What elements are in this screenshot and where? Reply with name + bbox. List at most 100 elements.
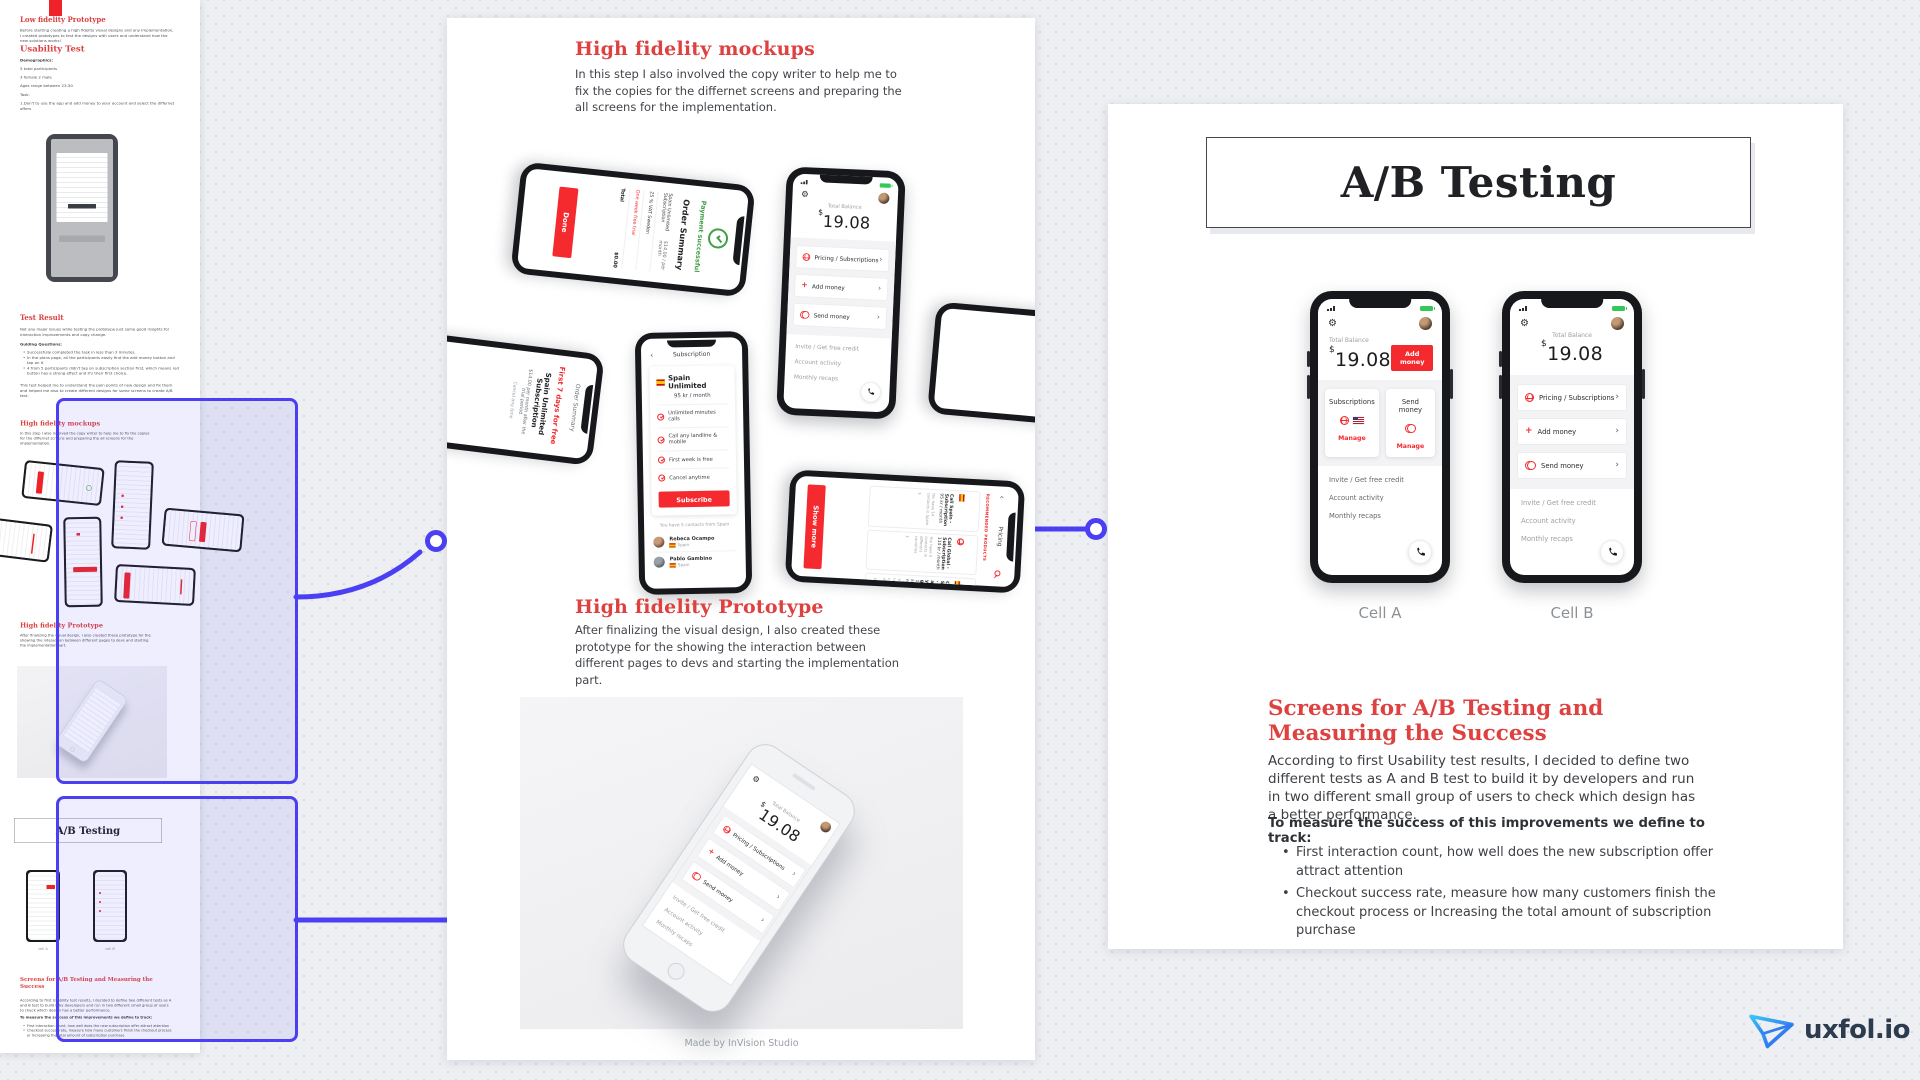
document-minimap[interactable]: Low fidelity Prototype Before starting c…	[0, 0, 245, 1053]
row-monthly-recaps: Monthly recaps	[793, 373, 839, 383]
chevron-right-icon	[902, 535, 912, 568]
coins-icon	[691, 871, 703, 882]
minimap-para-hifi-mockups: In this step I also involved the copy wr…	[20, 431, 150, 446]
spain-flag-icon	[669, 542, 676, 547]
uxfolio-logo[interactable]: uxfol.io	[1748, 1010, 1911, 1050]
back-icon	[650, 351, 653, 360]
track-line: To measure the success of this improveme…	[1268, 816, 1705, 846]
row-monthly-recaps: Monthly recaps	[1521, 535, 1573, 543]
usability-test-phone-image	[46, 134, 118, 282]
minimap-track-list: First interaction count, how well does t…	[23, 1024, 173, 1038]
minimap-heading-lowfi: Low fidelity Prototype	[20, 16, 106, 24]
show-more-button: Show more	[803, 484, 826, 570]
subscribe-button: Subscribe	[658, 490, 730, 508]
mockup-phone-order-summary: Order Summary First 7 days for free Spai…	[447, 325, 605, 467]
track-item: First interaction count, how well does t…	[1280, 844, 1718, 881]
contact-avatar	[653, 536, 665, 548]
avatar	[1419, 317, 1432, 330]
feature: First week is free	[668, 456, 713, 463]
phone-handset-icon	[1416, 546, 1425, 556]
track-list: First interaction count, how well does t…	[1280, 844, 1718, 945]
ab-testing-page: A/B Testing ⚙ Total Balance $19.08 Add m…	[1108, 104, 1843, 949]
coins-icon	[800, 311, 810, 319]
cell-a-phone: ⚙ Total Balance $19.08 Add money Subscri…	[1307, 291, 1453, 583]
minimap-demographics-label: Demographics:	[20, 58, 54, 63]
minimap-guiding-item: Successfully completed the task in less …	[23, 350, 179, 355]
globe-icon	[721, 824, 733, 835]
case-study-page: High fidelity mockups In this step I als…	[447, 18, 1035, 1060]
mockups-heading: High fidelity mockups	[575, 38, 816, 60]
manage-link: Manage	[1338, 435, 1366, 442]
avatar	[878, 192, 890, 205]
row-send-money: Send money	[792, 302, 888, 330]
chevron-right-icon	[879, 258, 882, 263]
chevron-right-icon	[791, 872, 796, 877]
row-monthly-recaps: Monthly recaps	[1329, 512, 1381, 520]
minimap-guiding-item: In the plans page, all the participants …	[23, 355, 179, 366]
chevron-right-icon	[1615, 463, 1619, 468]
pricing-card: Call Spain - Pay as you go 15,25 kr / mi…	[864, 572, 977, 588]
highlight-box-mockups[interactable]	[56, 398, 298, 784]
chevron-right-icon	[1615, 429, 1619, 434]
back-icon	[997, 495, 1006, 499]
mockup-phone-payment-failed: payment method. If the payment fails aga…	[927, 301, 1035, 434]
chevron-right-icon	[914, 492, 924, 525]
call-fab	[1408, 540, 1432, 564]
chevron-right-icon	[870, 577, 879, 587]
ab-title-box: A/B Testing	[1206, 137, 1751, 228]
highlight-box-abtest[interactable]	[56, 796, 298, 1042]
logo-wordmark: uxfol.io	[1804, 1015, 1911, 1045]
minimap-task-label: Task:	[20, 92, 30, 98]
gear-icon: ⚙	[750, 773, 762, 786]
chevron-right-icon	[877, 316, 880, 321]
mockup-phone-pricing-cards: Pricing RECOMMENDED PRODUCTS Call Spain …	[784, 469, 1026, 594]
minimap-ab-titlebox: A/B Testing	[14, 818, 162, 843]
minimap-task-line: 1.Don't to use the app and add money to …	[20, 101, 175, 111]
cell-a-label: Cell A	[1358, 604, 1402, 622]
globe-icon	[802, 253, 811, 262]
minimap-heading-hifi-proto: High fidelity Prototype	[20, 622, 103, 630]
chevron-right-icon	[775, 895, 780, 900]
row-account-activity: Account activity	[1521, 517, 1576, 525]
globe-icon	[1525, 393, 1534, 402]
minimap-guiding-list: Successfully completed the task in less …	[23, 350, 179, 376]
page-edge-fragment	[49, 0, 62, 16]
prototype-photo: ⚙ Total Balance $19.08 Pricing / Subscri…	[520, 697, 963, 1029]
contact-avatar	[653, 556, 665, 568]
connector-ring-mockups[interactable]	[425, 530, 447, 552]
balance-amount: $19.08	[1329, 345, 1391, 371]
minimap-track-item: Checkout success rate, measure how many …	[23, 1029, 173, 1038]
ab-title: A/B Testing	[1340, 158, 1617, 207]
minimap-screens-heading: Screens for A/B Testing and Measuring th…	[20, 976, 153, 990]
order-header: Order Summary	[568, 383, 582, 432]
balance-amount: $19.08	[1541, 339, 1603, 365]
total-balance-label: Total Balance	[1552, 332, 1592, 339]
globe-icon	[956, 537, 965, 546]
gear-icon: ⚙	[1328, 317, 1337, 329]
spain-flag-icon	[959, 494, 965, 502]
minimap-heading-usability: Usability Test	[20, 44, 85, 54]
mockup-phone-subscription: Subscription Spain Unlimited 95 kr / mon…	[634, 331, 753, 595]
contact-name: Pablo Gambino	[669, 555, 713, 563]
search-icon	[994, 570, 1002, 577]
row-send-money: Send money	[1517, 452, 1627, 479]
minimap-para-testresult: Not any major issues while testing the p…	[20, 327, 170, 337]
minimap-cell-b-label: cell B	[105, 947, 115, 951]
connector-ring-abtest[interactable]	[1085, 518, 1107, 540]
pricing-card: Call Global - Subscription 110 kr / mont…	[865, 529, 979, 576]
plus-icon: +	[706, 846, 716, 858]
pricing-header: Pricing	[995, 526, 1004, 547]
summary-value: $14.00 / per month	[655, 240, 668, 271]
prototype-para: After finalizing the visual design, I al…	[575, 623, 900, 687]
call-fab	[1600, 540, 1624, 564]
feature: Cancel anytime	[669, 474, 710, 481]
prototype-heading: High fidelity Prototype	[575, 596, 824, 618]
chevron-right-icon	[1615, 395, 1619, 400]
manage-link: Manage	[1396, 443, 1425, 450]
chevron-right-icon	[760, 918, 765, 923]
row-account-activity: Account activity	[1329, 494, 1384, 502]
row-pricing-subscriptions: Pricing / Subscriptions	[1517, 384, 1627, 411]
minimap-collage-phone	[0, 515, 54, 563]
minimap-demo-line: Ages range between 23-50	[20, 83, 73, 89]
feature: Call any landline & mobile	[668, 432, 718, 446]
